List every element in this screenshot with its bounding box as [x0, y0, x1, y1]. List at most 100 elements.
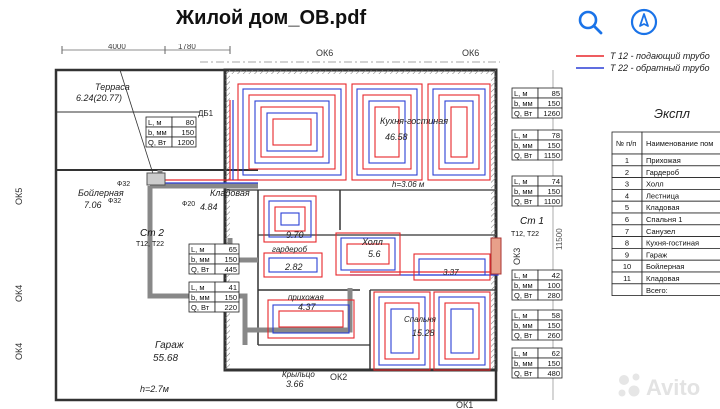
riser-st1-pipes: Т12, Т22	[511, 231, 539, 238]
loop-table-key: b, мм	[514, 321, 533, 330]
explication-row-num: 1	[625, 156, 629, 165]
axis-ok6-b: ОК6	[462, 48, 479, 58]
pipe-legend: Т 12 - подающий трубо Т 22 - обратный тр…	[576, 51, 710, 73]
loop-table-key: b, мм	[514, 141, 533, 150]
loop-table-key: L, м	[514, 311, 528, 320]
loop-table-key: Q, Вт	[514, 291, 533, 300]
loop-table-value: 150	[547, 187, 560, 196]
gray-collector-pipes	[147, 170, 353, 345]
loop-table-value: 42	[552, 271, 560, 280]
explication-row-name: Кладовая	[646, 203, 680, 212]
loop-table-value: 150	[181, 128, 194, 137]
loop-table-value: 62	[552, 349, 560, 358]
explication-row-name: Гардероб	[646, 168, 679, 177]
explication-head-name: Наименование пом	[646, 139, 713, 148]
loop-table-value: 220	[224, 303, 237, 312]
loop-table-key: b, мм	[514, 187, 533, 196]
loop-table-value: 41	[229, 283, 237, 292]
label-db1: ДБ1	[198, 109, 214, 118]
axis-ok6-a: ОК6	[316, 48, 333, 58]
dimension-right: 11500	[555, 228, 564, 250]
room-porch: Крыльцо	[282, 370, 315, 379]
watermark-text: Avito	[646, 375, 700, 400]
viewer-toolbar: Жилой дом_ОВ.pdf	[0, 0, 720, 44]
loop-table-value: 260	[547, 331, 560, 340]
explication-row-name: Лестница	[646, 191, 680, 200]
axis-ok4-a: ОК4	[14, 285, 24, 302]
explication-row-name: Санузел	[646, 227, 675, 236]
explication-row-num: 4	[625, 191, 629, 200]
pen-icon[interactable]	[630, 8, 658, 36]
explication-row-num: 5	[625, 203, 629, 212]
loop-table-key: L, м	[148, 118, 162, 127]
axis-ok3: ОК3	[512, 248, 522, 265]
loop-table-key: Q, Вт	[514, 151, 533, 160]
loop-tables: L, м 80 b, мм 150 Q, Вт 1200 L, м 85 b, мм 150 Q, …	[145, 87, 563, 379]
explication-row-num: 7	[625, 227, 629, 236]
search-icon[interactable]	[576, 8, 604, 36]
loop-table-value: 65	[229, 245, 237, 254]
loop-table-value: 1200	[177, 138, 194, 147]
heating-loops	[237, 83, 491, 371]
loop-table-value: 150	[547, 99, 560, 108]
explication-title: Экспл	[654, 106, 691, 121]
legend-return: Т 22 - обратный трубо	[610, 63, 710, 73]
explication-row-num: 8	[625, 239, 629, 248]
loop-table-value: 445	[224, 265, 237, 274]
explication-row-name: Всего:	[646, 286, 668, 295]
loop-table-value: 74	[552, 177, 560, 186]
riser-st2: Ст 2	[140, 228, 164, 239]
loop-table-key: L, м	[514, 131, 528, 140]
explication-row-name: Прихожая	[646, 156, 681, 165]
explication-row-num: 11	[623, 274, 631, 283]
loop-table-value: 78	[552, 131, 560, 140]
room-kitchen-area: 46.58	[385, 132, 408, 142]
loop-table-value: 85	[552, 89, 560, 98]
avito-watermark: Avito	[618, 373, 700, 400]
room-garage-height: h=2.7м	[140, 384, 169, 394]
axis-ok4-b: ОК4	[14, 343, 24, 360]
explication-row-name: Спальня 1	[646, 215, 682, 224]
loop-table-key: b, мм	[148, 128, 167, 137]
axis-ok1: ОК1	[456, 400, 473, 409]
loop-table-value: 280	[547, 291, 560, 300]
loop-table-value: 100	[547, 281, 560, 290]
loop-table-key: b, мм	[514, 99, 533, 108]
loop-table-value: 150	[547, 359, 560, 368]
room-boiler-area: 7.06	[84, 200, 102, 210]
label-d32: Ф32	[117, 181, 130, 188]
loop-table-value: 80	[186, 118, 194, 127]
room-hall-area: 9.70	[286, 230, 304, 240]
explication-row-name: Холл	[646, 180, 664, 189]
loop-table-value: 480	[547, 369, 560, 378]
loop-table-key: Q, Вт	[514, 331, 533, 340]
loop-table-key: Q, Вт	[514, 369, 533, 378]
room-height: h=3.06 м	[392, 180, 425, 189]
label-d20: Ф20	[182, 201, 195, 208]
loop-table-key: L, м	[514, 349, 528, 358]
room-kitchen: Кухня-гостиная	[380, 116, 448, 126]
loop-table-value: 150	[547, 141, 560, 150]
explication-row-num: 9	[625, 250, 629, 259]
room-hall: Холл	[361, 237, 383, 247]
loop-table-key: L, м	[514, 177, 528, 186]
loop-table-key: Q, Вт	[191, 303, 210, 312]
loop-table-value: 1100	[544, 197, 560, 206]
legend-supply: Т 12 - подающий трубо	[610, 51, 710, 61]
loop-table-value: 1260	[543, 109, 560, 118]
room-wardrobe: гардероб	[272, 245, 308, 254]
loop-table-value: 1150	[544, 151, 560, 160]
loop-table-key: b, мм	[191, 255, 210, 264]
room-terrace-area: 6.24(20.77)	[76, 93, 122, 103]
riser-st2-pipes: Т12, Т22	[136, 241, 164, 248]
axis-ok5: ОК5	[14, 188, 24, 205]
label-d32b: Ф32	[108, 198, 121, 205]
explication-row-name: Гараж	[646, 250, 667, 259]
loop-table-key: Q, Вт	[191, 265, 210, 274]
